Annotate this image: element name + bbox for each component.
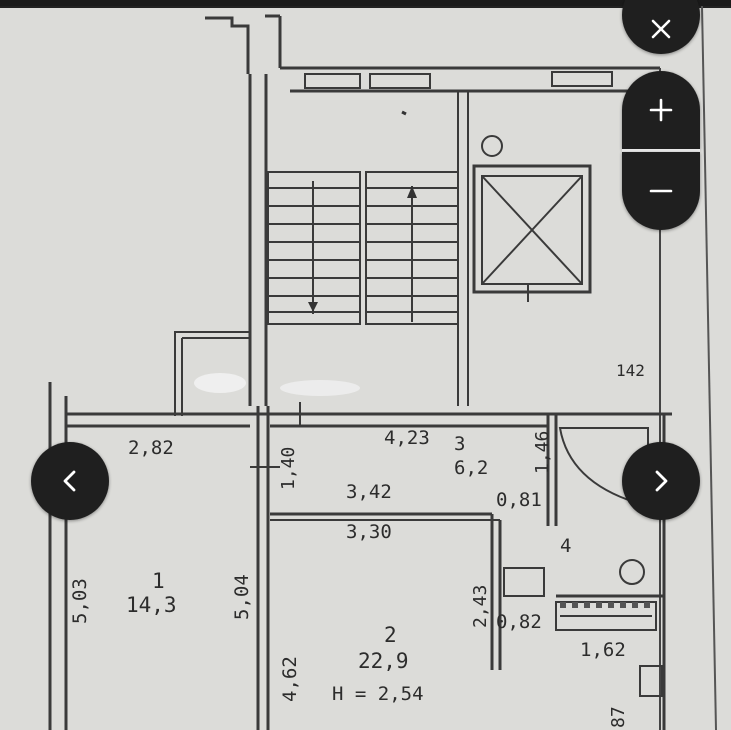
ceiling-height: H = 2,54 — [332, 683, 424, 705]
dim-3-42: 3,42 — [346, 481, 392, 503]
dim-2-43: 2,43 — [470, 585, 491, 628]
zoom-divider — [622, 149, 700, 152]
previous-image-button[interactable] — [31, 442, 109, 520]
minus-icon — [649, 189, 673, 193]
floor-plan-image: 2,82 4,23 3 6,2 3,42 0,81 3,30 4 1 14,3 … — [0, 6, 731, 730]
dim-5-04: 5,04 — [231, 574, 253, 620]
plus-icon — [649, 98, 673, 122]
room-3-area: 6,2 — [454, 457, 488, 479]
dim-0-82: 0,82 — [496, 611, 542, 633]
room-2-number: 2 — [384, 623, 397, 647]
dim-4-62: 4,62 — [279, 656, 301, 702]
zoom-out-button[interactable] — [622, 152, 700, 230]
close-icon — [651, 19, 671, 39]
room-2-area: 22,9 — [358, 649, 409, 673]
zoom-in-button[interactable] — [622, 71, 700, 149]
dim-0-81: 0,81 — [496, 489, 542, 511]
dim-4-23: 4,23 — [384, 427, 430, 449]
dim-3-30: 3,30 — [346, 521, 392, 543]
dim-2-82: 2,82 — [128, 437, 174, 459]
dim-142: 142 — [616, 361, 645, 380]
room-1-area: 14,3 — [126, 593, 177, 617]
chevron-right-icon — [655, 470, 668, 492]
dim-1-62: 1,62 — [580, 639, 626, 661]
dim-1-40: 1,40 — [278, 447, 299, 490]
dim-5-03: 5,03 — [69, 578, 91, 624]
room-4-number: 4 — [560, 535, 571, 557]
room-3-number: 3 — [454, 433, 465, 455]
zoom-controls — [622, 71, 700, 230]
dim-1-46: 1,46 — [532, 431, 553, 474]
dim-87: 87 — [608, 706, 629, 728]
chevron-left-icon — [63, 470, 76, 492]
room-1-number: 1 — [152, 569, 165, 593]
next-image-button[interactable] — [622, 442, 700, 520]
